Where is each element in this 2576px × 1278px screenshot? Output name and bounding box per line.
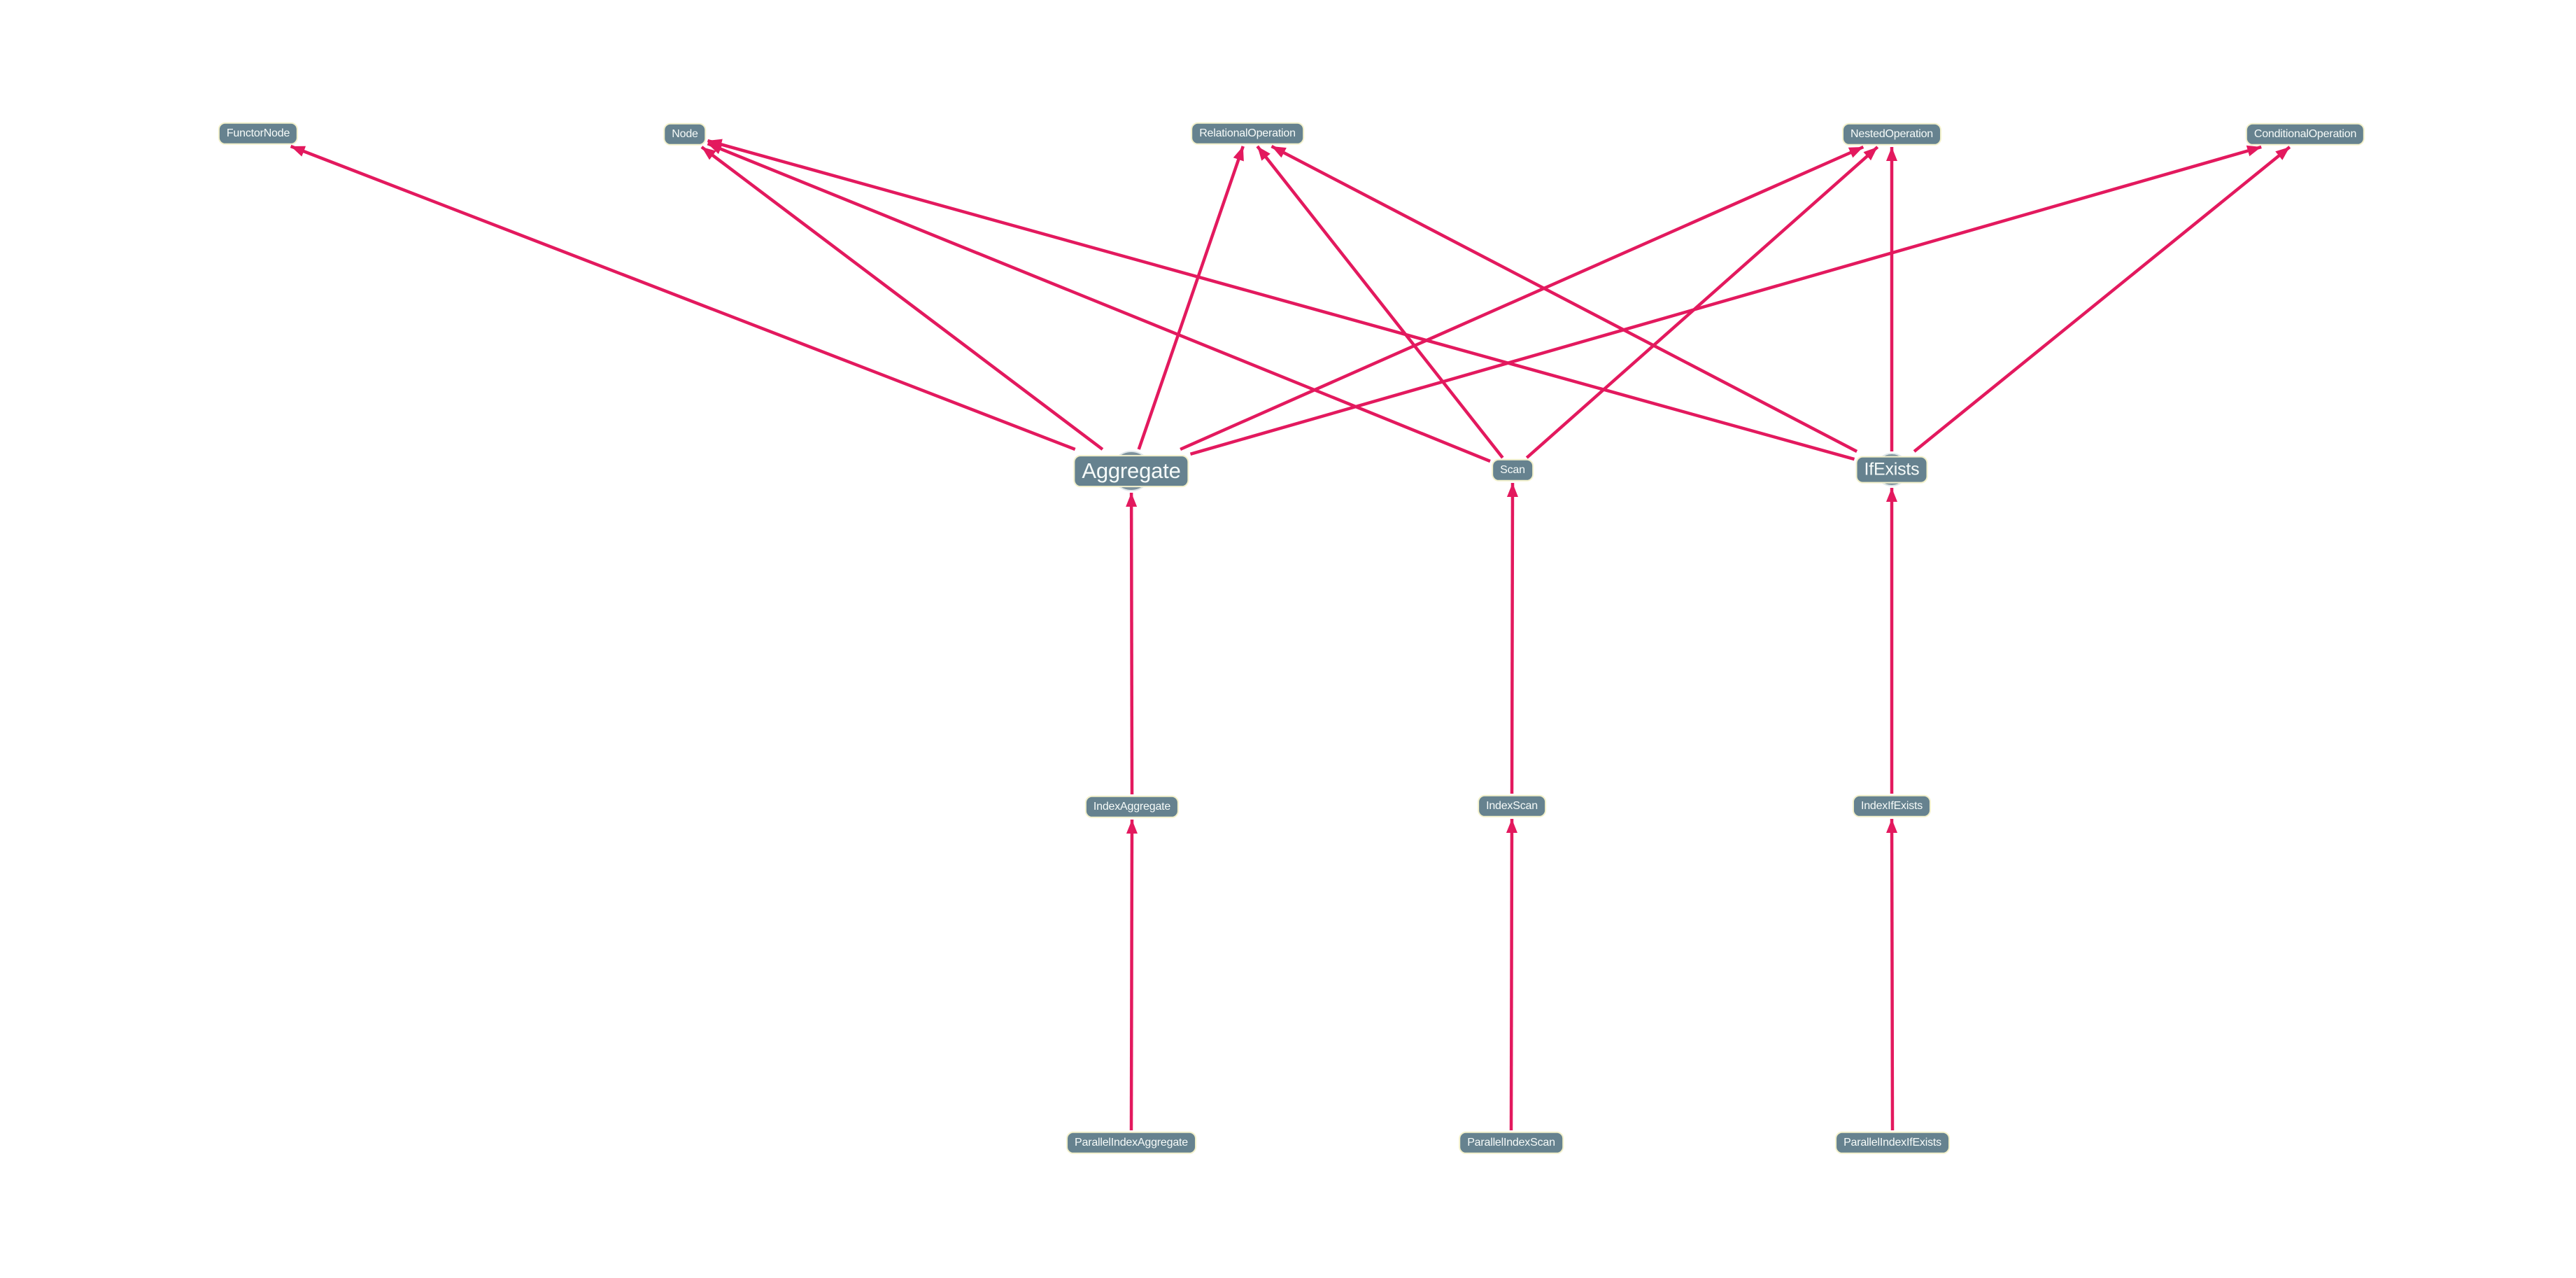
edge-indexscan-to-scan: [1506, 482, 1518, 794]
node-label: Node: [672, 127, 698, 140]
graph-node-parallelindexscan[interactable]: ParallelIndexScan: [1459, 1131, 1564, 1155]
edge-ifexists-to-node: [707, 139, 1855, 461]
edge-aggregate-to-nestedoperation: [1180, 145, 1864, 451]
node-label: IndexIfExists: [1860, 799, 1923, 812]
edge-aggregate-to-functornode: [290, 144, 1076, 451]
graph-node-scan[interactable]: Scan: [1492, 458, 1534, 482]
node-label: Aggregate: [1082, 458, 1181, 484]
edge-scan-to-relationaloperation: [1256, 145, 1504, 459]
node-label: IfExists: [1864, 459, 1920, 479]
edge-parallelindexaggregate-to-indexaggregate: [1126, 819, 1138, 1131]
edge-ifexists-to-relationaloperation: [1271, 145, 1858, 453]
graph-node-nestedoperation[interactable]: NestedOperation: [1842, 122, 1941, 146]
node-label: NestedOperation: [1850, 127, 1933, 140]
graph-node-indexaggregate[interactable]: IndexAggregate: [1084, 795, 1180, 819]
edge-indexaggregate-to-aggregate: [1126, 492, 1138, 795]
node-label: IndexScan: [1486, 799, 1538, 812]
node-label: ConditionalOperation: [2253, 127, 2357, 140]
node-label: IndexAggregate: [1093, 800, 1171, 813]
graph-node-parallelindexaggregate[interactable]: ParallelIndexAggregate: [1066, 1131, 1196, 1155]
node-label: RelationalOperation: [1199, 127, 1296, 139]
node-label: ParallelIndexIfExists: [1843, 1136, 1941, 1149]
graph-node-functornode[interactable]: FunctorNode: [218, 122, 299, 146]
node-label: Scan: [1500, 463, 1525, 476]
graph-node-parallelindexifexists[interactable]: ParallelIndexIfExists: [1835, 1131, 1950, 1155]
graph-node-node[interactable]: Node: [663, 122, 707, 146]
node-label: FunctorNode: [226, 127, 290, 139]
graph-node-indexscan[interactable]: IndexScan: [1478, 794, 1546, 818]
graph-node-aggregate[interactable]: Aggregate: [1073, 455, 1189, 487]
graph-node-indexifexists[interactable]: IndexIfExists: [1852, 794, 1932, 818]
node-label: ParallelIndexScan: [1467, 1136, 1555, 1149]
graph-node-relationaloperation[interactable]: RelationalOperation: [1191, 122, 1304, 146]
graph-node-ifexists[interactable]: IfExists: [1855, 456, 1928, 484]
edge-scan-to-nestedoperation: [1525, 146, 1879, 459]
edge-aggregate-to-node: [700, 146, 1104, 451]
edge-ifexists-to-conditionaloperation: [1913, 146, 2291, 453]
edge-aggregate-to-conditionaloperation: [1189, 145, 2262, 456]
edge-parallelindexscan-to-indexscan: [1506, 818, 1517, 1131]
edge-scan-to-node: [707, 142, 1491, 463]
graph-node-conditionaloperation[interactable]: ConditionalOperation: [2245, 122, 2365, 146]
edge-aggregate-to-relationaloperation: [1137, 146, 1245, 450]
node-label: ParallelIndexAggregate: [1075, 1136, 1188, 1149]
